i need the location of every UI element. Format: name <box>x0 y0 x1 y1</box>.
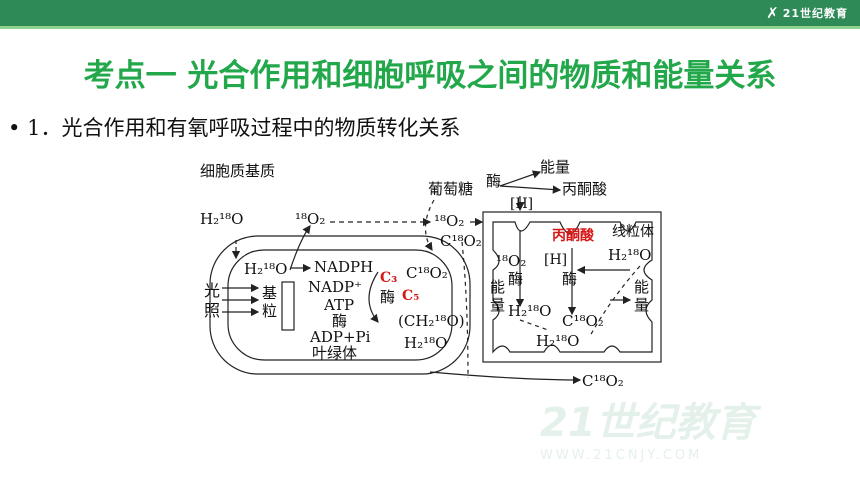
glucose-label: 葡萄糖 <box>428 180 473 198</box>
c5-label: C₅ <box>402 288 419 304</box>
light-label-2: 照 <box>204 301 220 320</box>
chloroplast-outer-membrane <box>209 235 471 375</box>
runner-logo-icon: ✗ <box>766 4 779 22</box>
mitochondrion-label: 线粒体 <box>612 224 654 240</box>
mito-h2o-in-label: H₂¹⁸O <box>608 246 651 264</box>
calvin-cycle-arrow <box>368 271 379 323</box>
top-banner-stripe <box>0 26 860 29</box>
glucose-to-pyruvate-arrow <box>499 170 542 187</box>
light-label-1: 光 <box>204 281 220 300</box>
mito-enzyme-mid: 酶 <box>562 270 577 288</box>
mito-energy-left-2: 量 <box>490 296 505 314</box>
mitochondrion-outer-membrane <box>482 211 662 363</box>
grana-stack <box>281 281 295 331</box>
chloroplast-inner-membrane <box>227 249 453 361</box>
bullet-text: 1．光合作用和有氧呼吸过程中的物质转化关系 <box>27 116 461 140</box>
chloro-h2o-label: H₂¹⁸O <box>244 260 287 278</box>
nadp-label: NADP⁺ <box>308 278 362 296</box>
h2o-split-arrow <box>289 225 311 271</box>
h2o-dashed-mito <box>589 265 641 337</box>
adp-label: ADP+Pi <box>309 328 371 346</box>
grana-label-1: 基 <box>262 284 277 302</box>
mito-h-label: [H] <box>544 252 567 268</box>
chloroplast-label: 叶绿体 <box>312 344 357 362</box>
cytoplasm-label: 细胞质基质 <box>200 162 275 180</box>
page-title: 考点一 光合作用和细胞呼吸之间的物质和能量关系 <box>83 58 777 94</box>
grana-label-2: 粒 <box>262 302 277 320</box>
mito-energy-right-1: 能 <box>634 278 649 296</box>
ch2o-label: (CH₂¹⁸O) <box>398 312 465 330</box>
watermark: 21世纪教育 WWW.21CNJY.COM <box>540 390 756 463</box>
mitochondrion-cristae <box>492 221 653 354</box>
glucose-to-pyruvate-arrow-2 <box>499 185 562 194</box>
o2-top-label: ¹⁸O₂ <box>295 210 325 228</box>
cycle-enzyme-label: 酶 <box>380 288 395 306</box>
h-top-label: [H] <box>510 196 533 212</box>
energy-top-label: 能量 <box>540 158 570 176</box>
mito-pyruvate-label: 丙酮酸 <box>552 227 595 244</box>
chloro-co2-label: C¹⁸O₂ <box>406 264 448 282</box>
pyruvate-top-label: 丙酮酸 <box>562 180 607 198</box>
o2-middle-label: ¹⁸O₂ <box>434 212 464 230</box>
top-banner <box>0 0 860 28</box>
mito-h2o-bottom-label: H₂¹⁸O <box>536 332 579 350</box>
mito-h2o-mid-label: H₂¹⁸O <box>508 302 551 320</box>
nadph-label: NADPH <box>314 258 373 276</box>
mito-o2-label: ¹⁸O₂ <box>496 252 526 270</box>
h2o-outside-label: H₂¹⁸O <box>200 210 243 228</box>
enzyme-top-label: 酶 <box>486 172 501 190</box>
c3-label: C₃ <box>380 270 397 286</box>
mito-energy-right-2: 量 <box>634 296 649 314</box>
watermark-url: WWW.21CNJY.COM <box>540 448 703 463</box>
mito-energy-left-1: 能 <box>490 278 505 296</box>
watermark-main: 21世纪教育 <box>540 400 756 446</box>
mito-co2-mid-label: C¹⁸O₂ <box>562 312 604 330</box>
chloro-h2o-out-label: H₂¹⁸O <box>404 334 447 352</box>
h2o-bottom-dashed <box>519 319 549 331</box>
brand-logo-text: 21世纪教育 <box>782 7 848 20</box>
glucose-dashed-path <box>424 199 435 252</box>
mito-enzyme-left: 酶 <box>508 270 523 288</box>
brand-logo: ✗ 21世纪教育 <box>766 4 848 22</box>
bullet-marker: • <box>8 116 21 140</box>
bullet-item: • 1．光合作用和有氧呼吸过程中的物质转化关系 <box>8 112 460 142</box>
atp-label: ATP <box>323 296 354 314</box>
co2-bottom-arrow <box>429 371 582 385</box>
co2-middle-label: C¹⁸O₂ <box>440 232 482 250</box>
co2-bottom-label: C¹⁸O₂ <box>582 372 624 390</box>
chloro-enzyme-label: 酶 <box>332 312 347 330</box>
